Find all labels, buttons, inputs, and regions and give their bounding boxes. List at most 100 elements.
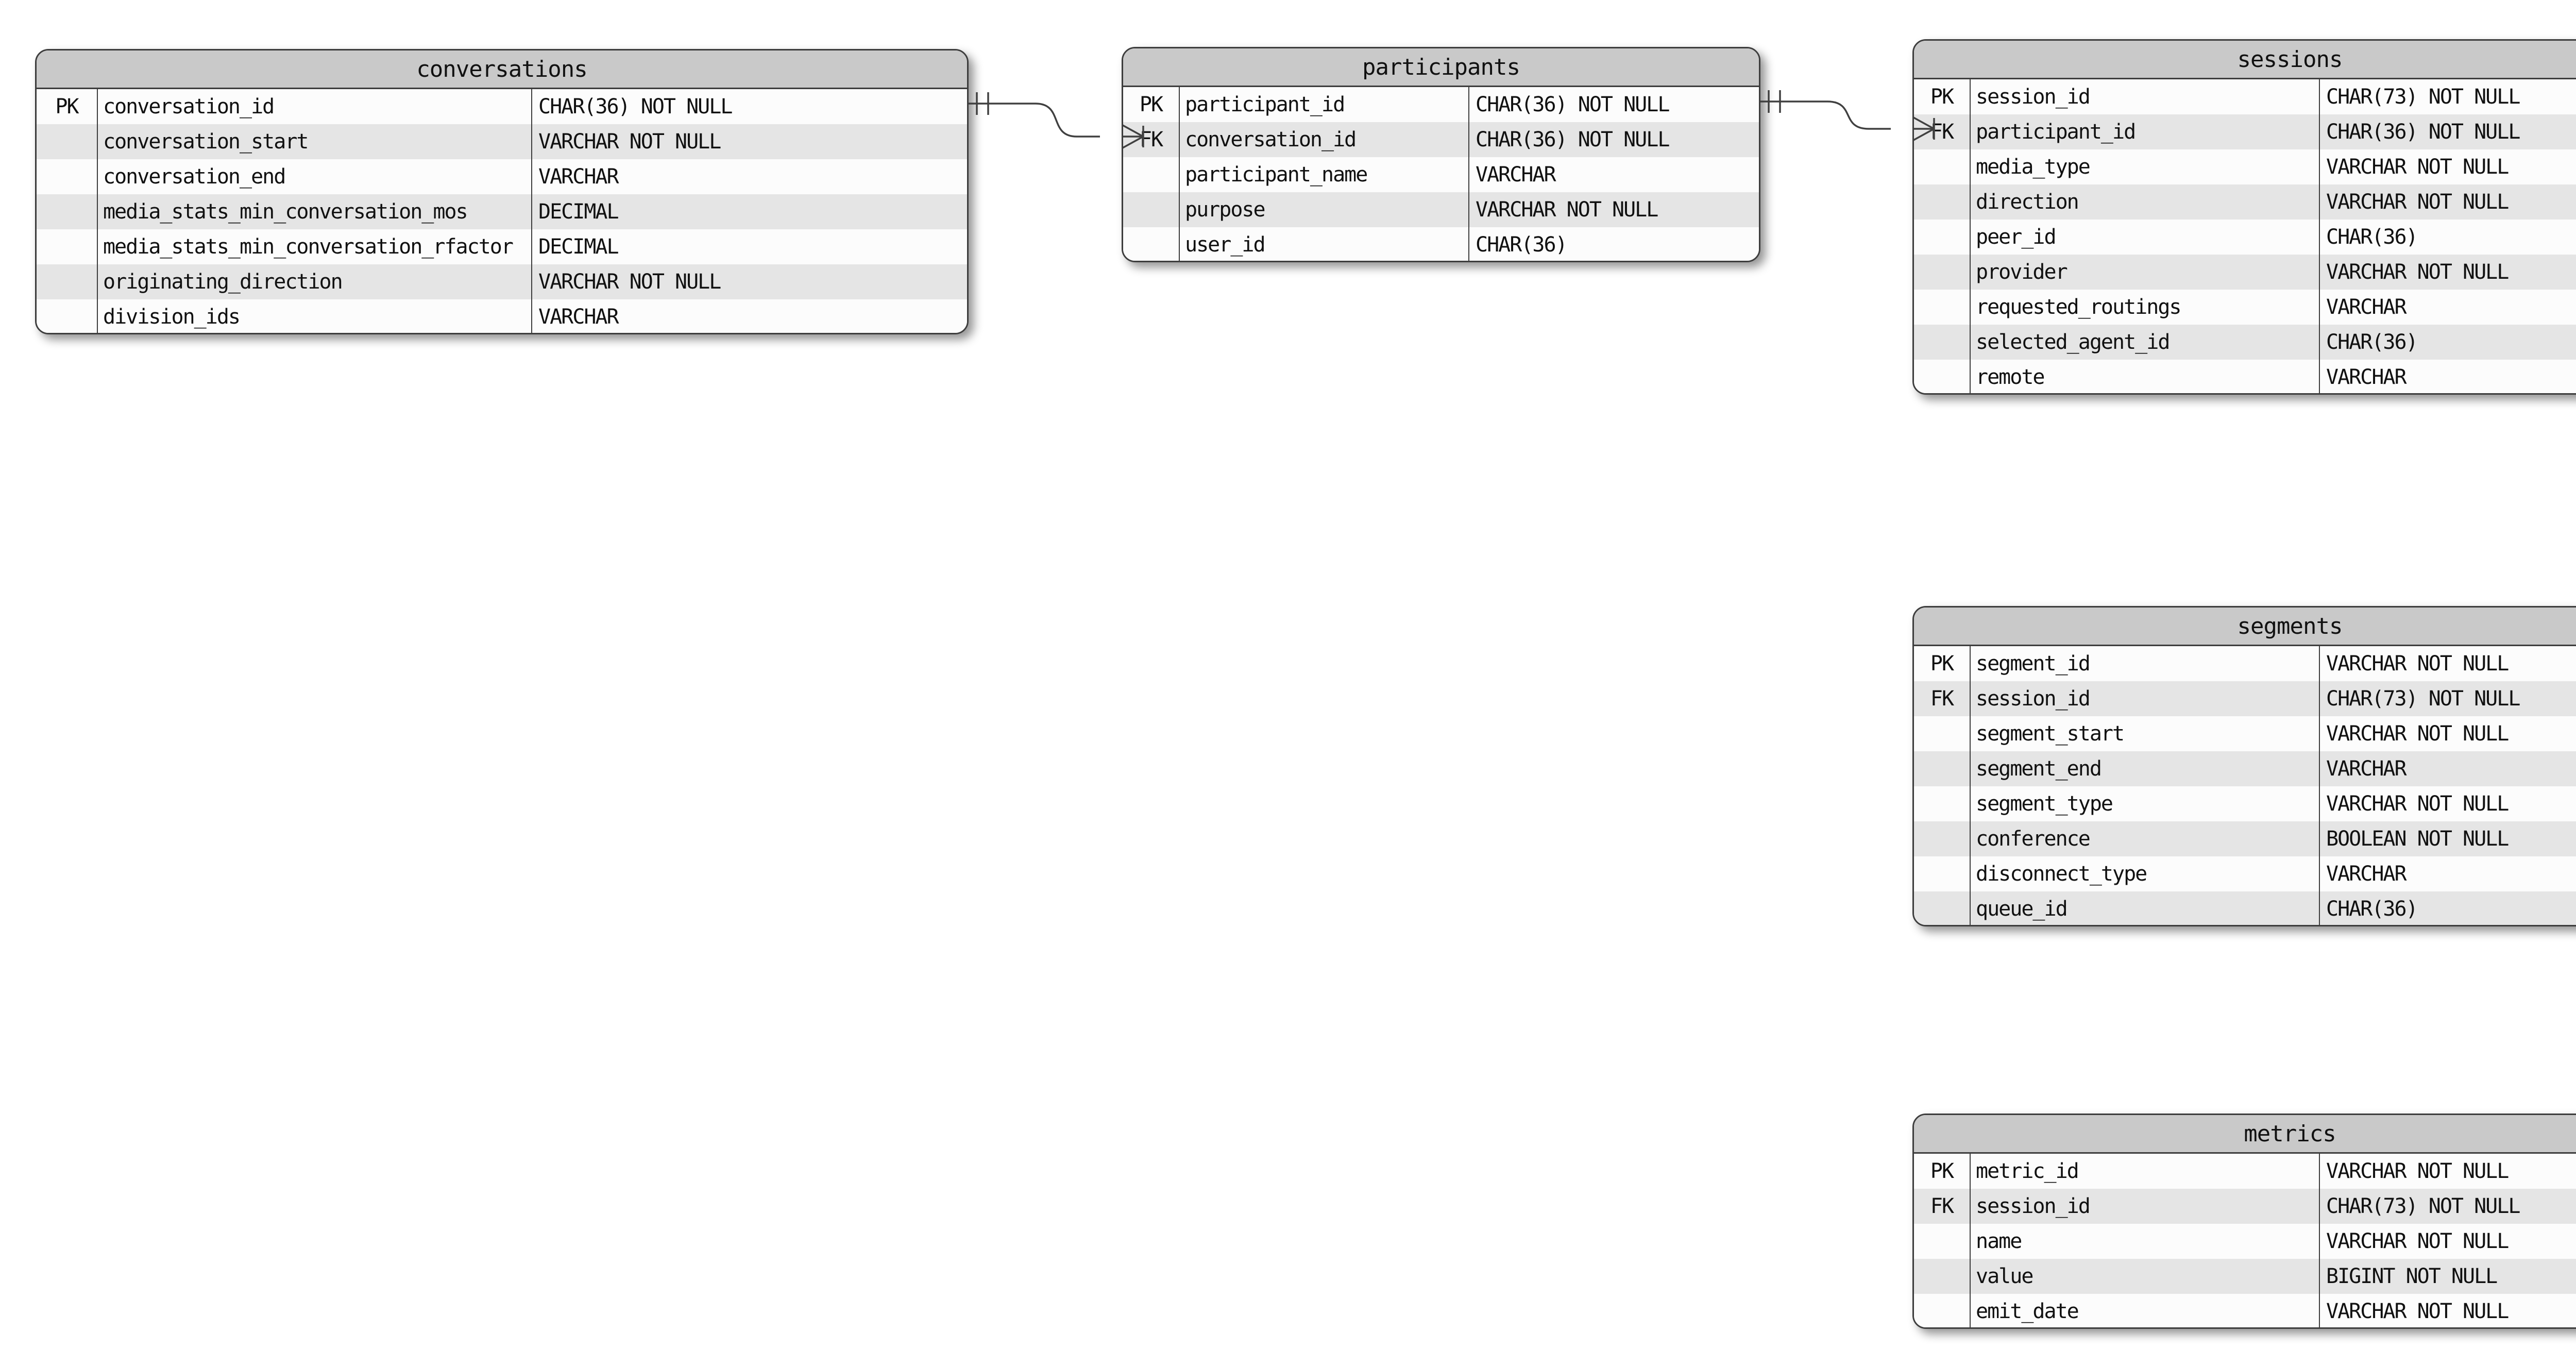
column-type-cell: CHAR(73) NOT NULL (2326, 687, 2520, 711)
column-type-cell: VARCHAR NOT NULL (2326, 1159, 2509, 1183)
key-badge: PK (37, 89, 98, 124)
column-name-cell: conversation_id (1180, 122, 1469, 157)
key-badge (37, 299, 98, 333)
column-type-cell: VARCHAR NOT NULL (2326, 155, 2509, 179)
column-name-cell: user_id (1180, 227, 1469, 261)
key-badge (1914, 325, 1971, 360)
column-type-cell: CHAR(36) (1476, 233, 1568, 257)
column-type-cell: CHAR(36) NOT NULL (1476, 128, 1670, 151)
column-type-cell: VARCHAR NOT NULL (2326, 1229, 2509, 1253)
column-type-cell: VARCHAR NOT NULL (1476, 198, 1658, 222)
column-type-cell: CHAR(36) (2326, 225, 2418, 249)
column-name-cell: purpose (1180, 192, 1469, 227)
column-type-cell: BOOLEAN NOT NULL (2326, 827, 2509, 851)
key-badge: PK (1123, 87, 1180, 122)
column-type-cell: VARCHAR (2326, 365, 2407, 389)
column-type-cell: CHAR(36) (2326, 330, 2418, 354)
table-title-participants: participants (1123, 48, 1759, 87)
cardinality-one-icon (1768, 90, 1781, 113)
column-type-cell: VARCHAR (2326, 757, 2407, 781)
column-name-cell: session_id (1971, 79, 2320, 114)
column-type-cell: DECIMAL (538, 235, 619, 259)
key-badge (1914, 149, 1971, 184)
column-name-cell: segment_id (1971, 646, 2320, 681)
column-name-cell: requested_routings (1971, 290, 2320, 325)
column-type-cell: CHAR(36) NOT NULL (538, 95, 733, 119)
key-badge (1914, 821, 1971, 856)
key-badge (37, 159, 98, 194)
column-name-cell: queue_id (1971, 891, 2320, 925)
table-title-sessions: sessions (1914, 41, 2576, 79)
column-type-cell: VARCHAR (1476, 163, 1556, 187)
column-name-cell: conversation_id (98, 89, 532, 124)
column-name-cell: segment_start (1971, 716, 2320, 751)
key-badge (1123, 227, 1180, 261)
column-name-cell: name (1971, 1224, 2320, 1259)
column-name-cell: participant_id (1971, 114, 2320, 149)
column-name-cell: media_type (1971, 149, 2320, 184)
column-name-cell: media_stats_min_conversation_mos (98, 194, 532, 229)
column-type-cell: VARCHAR NOT NULL (538, 270, 721, 294)
key-badge (1914, 290, 1971, 325)
column-type-cell: VARCHAR (538, 165, 619, 189)
key-badge: FK (1914, 681, 1971, 716)
column-name-cell: peer_id (1971, 220, 2320, 255)
table-title-conversations: conversations (37, 50, 967, 89)
relationship-conversations-participants (969, 103, 1100, 138)
column-type-cell: VARCHAR NOT NULL (2326, 652, 2509, 676)
column-type-cell: BIGINT NOT NULL (2326, 1264, 2498, 1288)
cardinality-one-icon (976, 92, 989, 115)
column-type-cell: VARCHAR (2326, 862, 2407, 886)
key-badge (37, 229, 98, 264)
key-badge (1914, 716, 1971, 751)
column-name-cell: value (1971, 1259, 2320, 1294)
table-title-metrics: metrics (1914, 1115, 2576, 1154)
key-badge (1914, 1294, 1971, 1327)
key-badge (1123, 192, 1180, 227)
column-name-cell: segment_end (1971, 751, 2320, 786)
key-badge (37, 194, 98, 229)
column-name-cell: participant_id (1180, 87, 1469, 122)
key-badge (1914, 220, 1971, 255)
column-name-cell: direction (1971, 184, 2320, 220)
column-type-cell: VARCHAR NOT NULL (2326, 792, 2509, 816)
key-badge (1914, 360, 1971, 393)
column-name-cell: segment_type (1971, 786, 2320, 821)
key-badge (1914, 184, 1971, 220)
column-name-cell: division_ids (98, 299, 532, 333)
column-name-cell: metric_id (1971, 1154, 2320, 1189)
key-badge: PK (1914, 1154, 1971, 1189)
key-badge: PK (1914, 646, 1971, 681)
column-name-cell: remote (1971, 360, 2320, 393)
column-type-cell: CHAR(36) NOT NULL (2326, 120, 2520, 144)
column-type-cell: VARCHAR NOT NULL (2326, 1300, 2509, 1323)
column-name-cell: conversation_end (98, 159, 532, 194)
